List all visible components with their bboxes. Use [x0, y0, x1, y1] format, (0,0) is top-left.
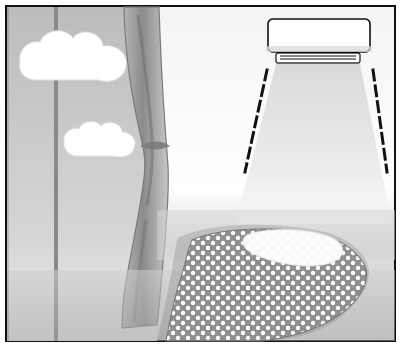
left-border-accent [7, 7, 9, 341]
air-conditioner-icon [266, 19, 372, 63]
ac-vent [276, 53, 360, 63]
ac-grille [266, 46, 372, 52]
